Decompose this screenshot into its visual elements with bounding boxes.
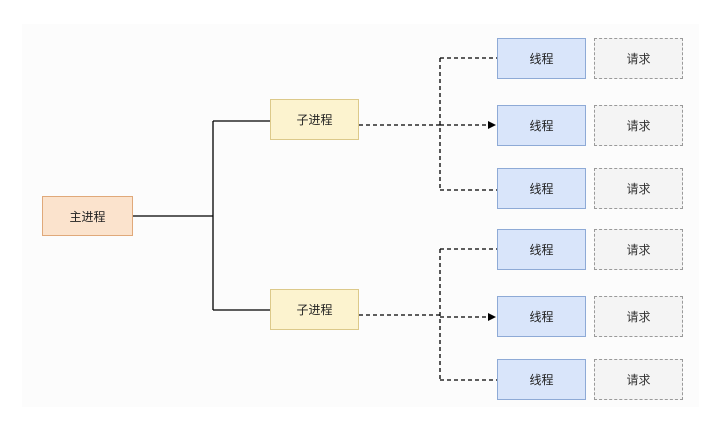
main-to-sub-connector <box>133 120 270 311</box>
thread-node[interactable]: 线程 <box>497 105 586 146</box>
thread-node[interactable]: 线程 <box>497 38 586 79</box>
sub-process-node-1[interactable]: 子进程 <box>270 99 359 140</box>
request-node[interactable]: 请求 <box>594 168 683 209</box>
request-node[interactable]: 请求 <box>594 296 683 337</box>
thread-node[interactable]: 线程 <box>497 168 586 209</box>
request-node[interactable]: 请求 <box>594 229 683 270</box>
request-node[interactable]: 请求 <box>594 359 683 400</box>
thread-node[interactable]: 线程 <box>497 229 586 270</box>
request-node[interactable]: 请求 <box>594 105 683 146</box>
sub-2-connector-bus <box>359 248 497 381</box>
sub-1-connector-bus <box>359 57 497 191</box>
main-process-node[interactable]: 主进程 <box>42 196 133 236</box>
thread-node[interactable]: 线程 <box>497 359 586 400</box>
thread-node[interactable]: 线程 <box>497 296 586 337</box>
request-node[interactable]: 请求 <box>594 38 683 79</box>
sub-process-node-2[interactable]: 子进程 <box>270 289 359 330</box>
